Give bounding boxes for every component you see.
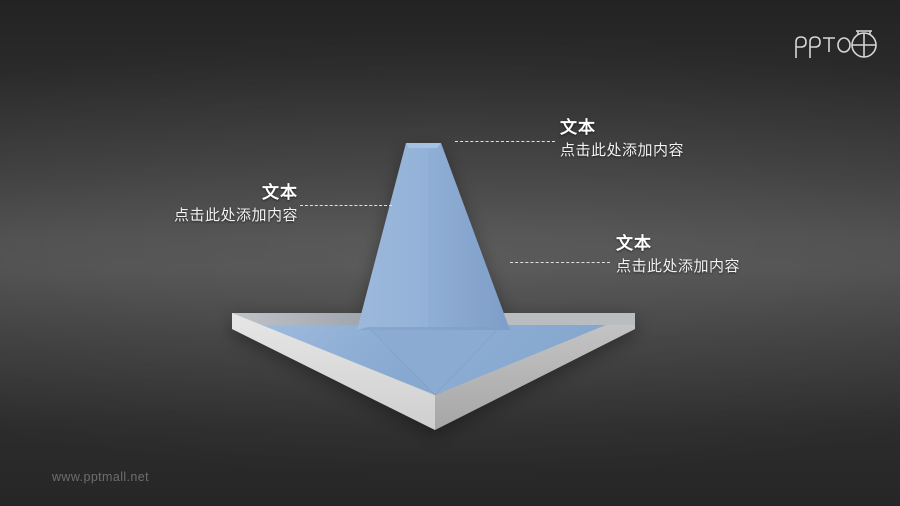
callout-left[interactable]: 文本 点击此处添加内容: [174, 182, 298, 228]
pptmall-logo[interactable]: [790, 24, 882, 68]
arrow-right-side-face: [435, 313, 635, 430]
callout-top-title: 文本: [560, 118, 596, 137]
arrow-left-wing-top: [232, 313, 435, 395]
callout-left-title: 文本: [262, 183, 298, 202]
arrow-shaft-left-face: [357, 143, 428, 330]
callout-top-description: 点击此处添加内容: [560, 142, 685, 159]
leader-line-left: [300, 205, 392, 206]
leader-line-right: [510, 262, 610, 263]
callout-right[interactable]: 文本 点击此处添加内容: [616, 233, 740, 279]
callout-top[interactable]: 文本 点击此处添加内容: [560, 117, 684, 163]
arrow-shaft-apex: [406, 143, 441, 148]
leader-line-top: [455, 141, 555, 142]
logo-svg: [795, 30, 877, 58]
arrow-left-side-face: [232, 313, 435, 430]
arrow-shaft-base-shadow: [357, 327, 510, 330]
callout-left-description: 点击此处添加内容: [173, 207, 298, 224]
arrow-center-band: [368, 313, 500, 395]
arrow-shaft-right-face: [428, 143, 510, 330]
callout-right-title: 文本: [616, 234, 652, 253]
callout-right-description: 点击此处添加内容: [616, 258, 741, 275]
arrow-right-back-edge: [500, 313, 635, 325]
footer-watermark: www.pptmall.net: [52, 470, 150, 484]
arrow-left-back-edge: [232, 313, 368, 325]
arrow-right-wing-top: [435, 313, 635, 395]
